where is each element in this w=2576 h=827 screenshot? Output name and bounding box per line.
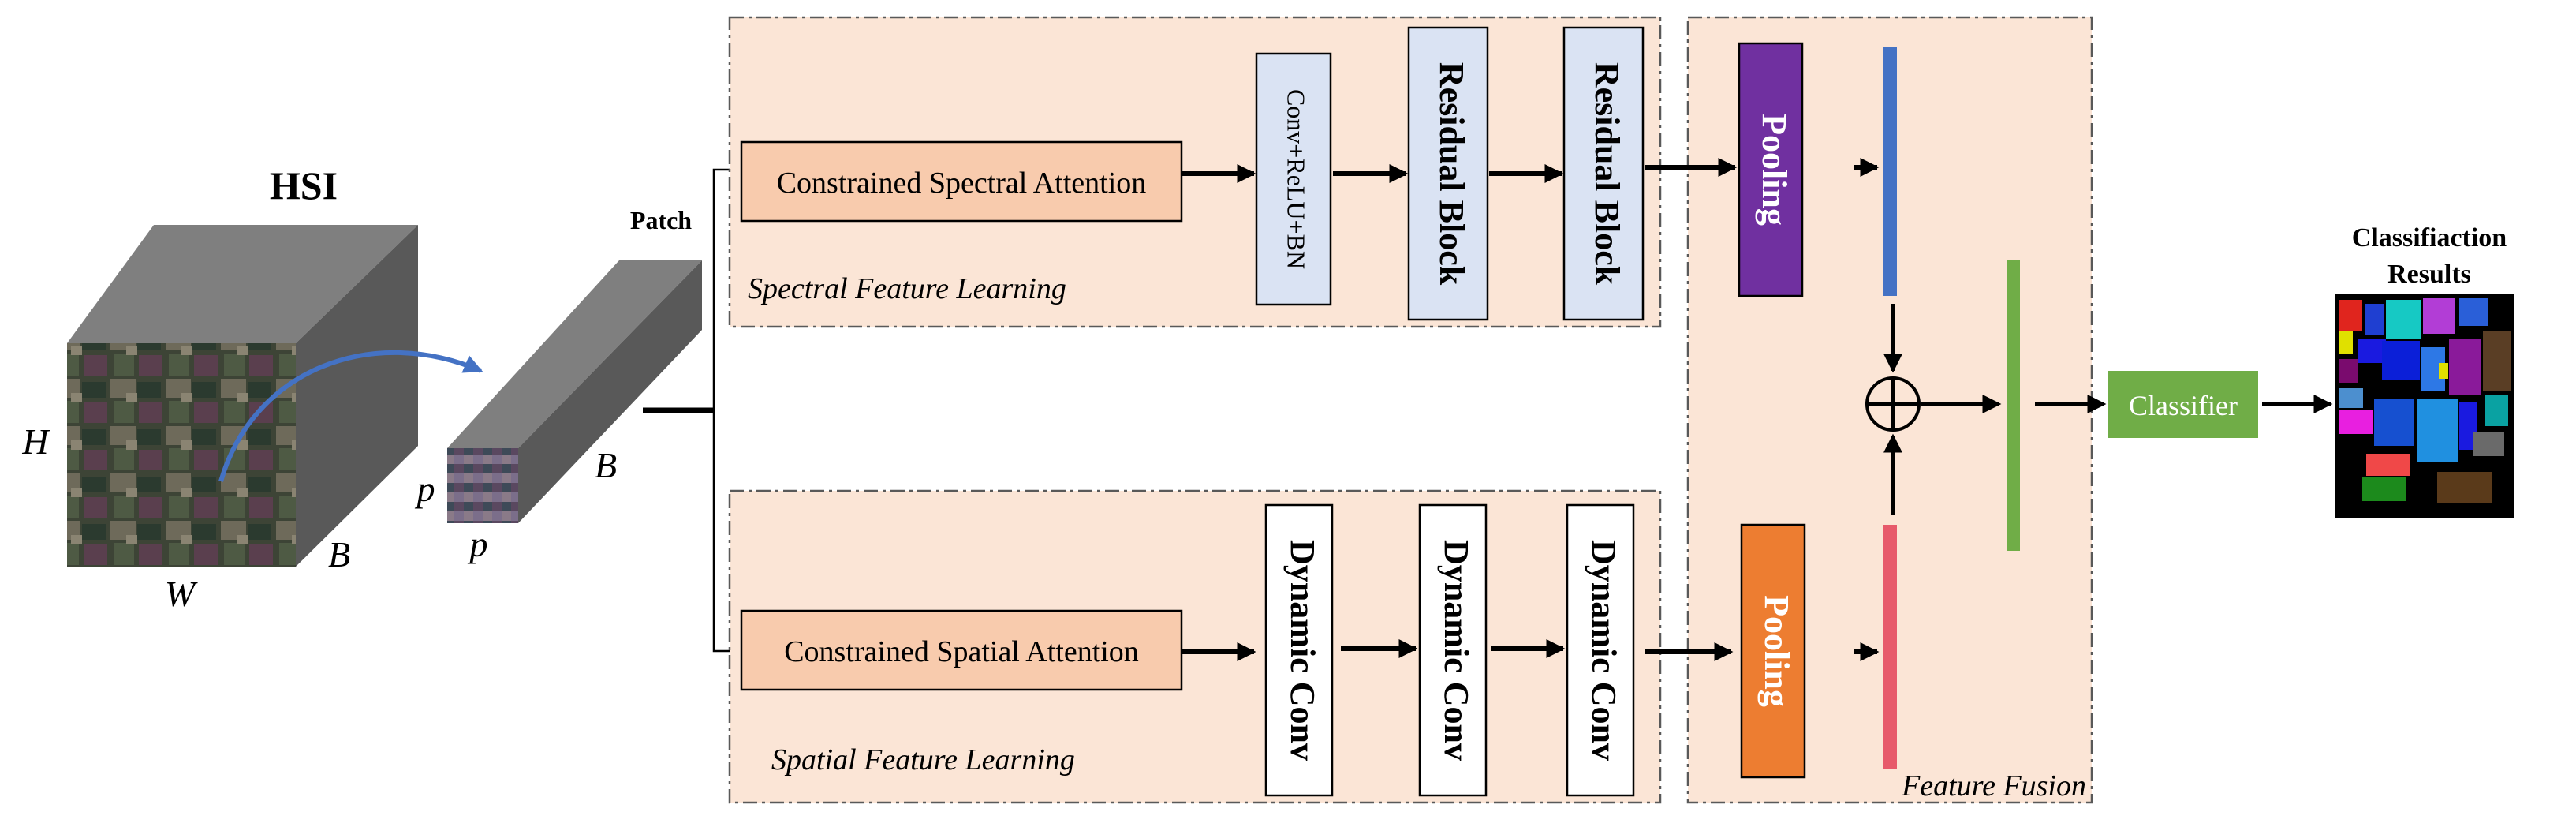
spectral-region-label: Spectral Feature Learning: [748, 272, 1066, 305]
patch-dim-b: B: [595, 445, 617, 485]
hsi-cube-top: [67, 225, 418, 343]
result-title-line2: Results: [2387, 260, 2471, 289]
spectral-attention-box: [740, 140, 1183, 223]
spectral-pooling-box: [1738, 42, 1804, 297]
fusion-region-label: Feature Fusion: [1901, 769, 2086, 803]
fusion-sum-icon: [1865, 376, 1921, 432]
dynamic-conv-3-label: Dynamic Conv: [1585, 540, 1623, 761]
residual-block-2-box: [1562, 26, 1645, 321]
hsi-cube: [67, 225, 483, 567]
spatial-attention-box: [740, 609, 1183, 691]
hsi-dim-h: H: [21, 421, 50, 462]
dynamic-conv-3-box: [1566, 503, 1635, 797]
spatial-pooling-label: Pooling: [1757, 595, 1796, 707]
patch-cube-top: [447, 260, 702, 448]
dynamic-conv-2-box: [1418, 503, 1488, 797]
spatial-feature-vector: [1883, 525, 1897, 769]
fused-feature-vector: [2007, 260, 2020, 551]
result-title-line1: Classifiaction: [2352, 223, 2507, 253]
residual-block-1-box: [1407, 26, 1489, 321]
patch-cube-side: [518, 260, 702, 523]
spatial-attention-label: Constrained Spatial Attention: [784, 635, 1139, 668]
spectral-attention-label: Constrained Spectral Attention: [777, 167, 1147, 200]
hsi-dim-w: W: [165, 574, 198, 614]
residual-block-2-label: Residual Block: [1588, 62, 1626, 286]
dynamic-conv-1-box: [1264, 503, 1334, 797]
spectral-pooling-label: Pooling: [1755, 114, 1794, 226]
conv-relu-bn-box: [1255, 52, 1332, 306]
classifier-box: [2108, 371, 2258, 438]
spatial-region-label: Spatial Feature Learning: [771, 743, 1075, 776]
hsi-cube-side: [296, 225, 418, 567]
classification-map: [2335, 294, 2514, 518]
patch-dim-p-bottom: p: [468, 524, 488, 564]
residual-block-1-label: Residual Block: [1432, 62, 1471, 286]
hsi-image-face: [67, 343, 296, 567]
branch-split-bracket: [712, 168, 741, 653]
hsi-dim-b: B: [328, 534, 350, 574]
patch-image-face: [447, 448, 518, 523]
classifier-label: Classifier: [2129, 390, 2238, 421]
dynamic-conv-2-label: Dynamic Conv: [1437, 540, 1476, 761]
spectral-feature-vector: [1883, 47, 1897, 296]
selection-curve: [218, 350, 483, 482]
patch-cube: [447, 260, 702, 523]
patch-title: Patch: [630, 206, 692, 234]
spatial-pooling-box: [1740, 523, 1806, 779]
hsi-title: HSI: [270, 163, 338, 208]
patch-dim-p-left: p: [415, 469, 435, 509]
dynamic-conv-1-label: Dynamic Conv: [1283, 540, 1322, 761]
conv-relu-bn-label: Conv+ReLU+BN: [1282, 89, 1311, 269]
